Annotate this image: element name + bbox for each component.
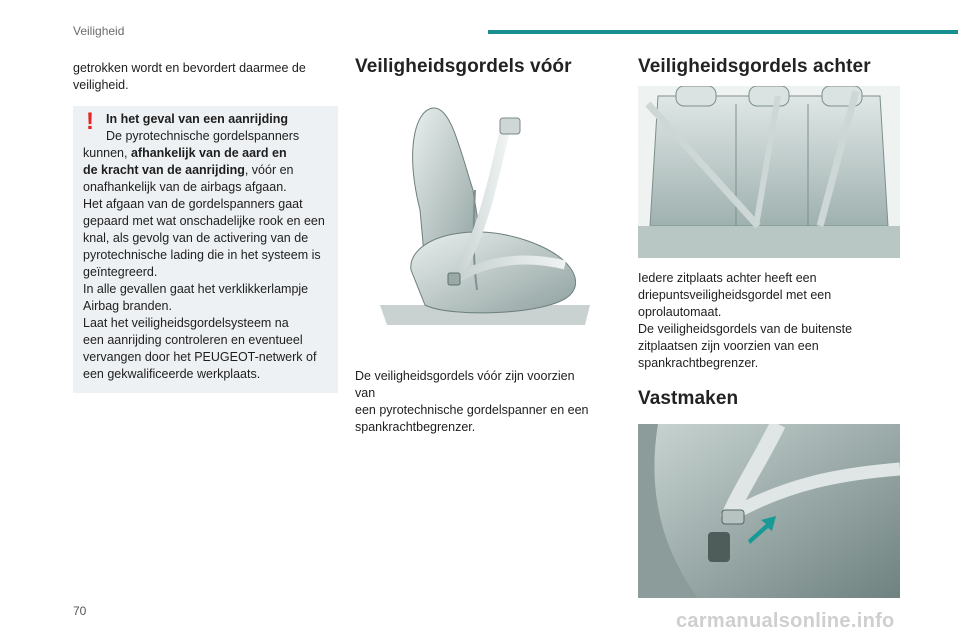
heading-front-belts: Veiligheidsgordels vóór xyxy=(355,56,572,77)
exclamation-icon: ! xyxy=(86,108,94,135)
heading-fastening: Vastmaken xyxy=(638,388,739,409)
warning-box: ! In het geval van een aanrijding De pyr… xyxy=(73,106,338,393)
heading-rear-belts: Veiligheidsgordels achter xyxy=(638,56,871,77)
column-right: Veiligheidsgordels achter Iedere zitplaa… xyxy=(638,56,900,598)
rear-belts-text: Iedere zitplaats achter heeft een driepu… xyxy=(638,271,853,370)
section-label: Veiligheid xyxy=(73,24,125,38)
rear-seat-illustration xyxy=(638,86,900,258)
intro-text: getrokken wordt en bevordert daarmee de … xyxy=(73,61,306,92)
front-seat-illustration xyxy=(380,107,590,325)
front-belts-text: De veiligheidsgordels vóór zijn voorzien… xyxy=(355,369,589,434)
watermark-text: carmanualsonline.info xyxy=(676,610,895,632)
header-accent-bar xyxy=(488,30,958,34)
column-left: getrokken wordt en bevordert daarmee de … xyxy=(73,60,338,393)
column-middle: Veiligheidsgordels vóór De veiligheidsgo… xyxy=(355,56,595,436)
buckle-illustration xyxy=(638,424,900,598)
warning-title: In het geval van een aanrijding xyxy=(106,112,288,126)
page-number: 70 xyxy=(73,604,87,618)
